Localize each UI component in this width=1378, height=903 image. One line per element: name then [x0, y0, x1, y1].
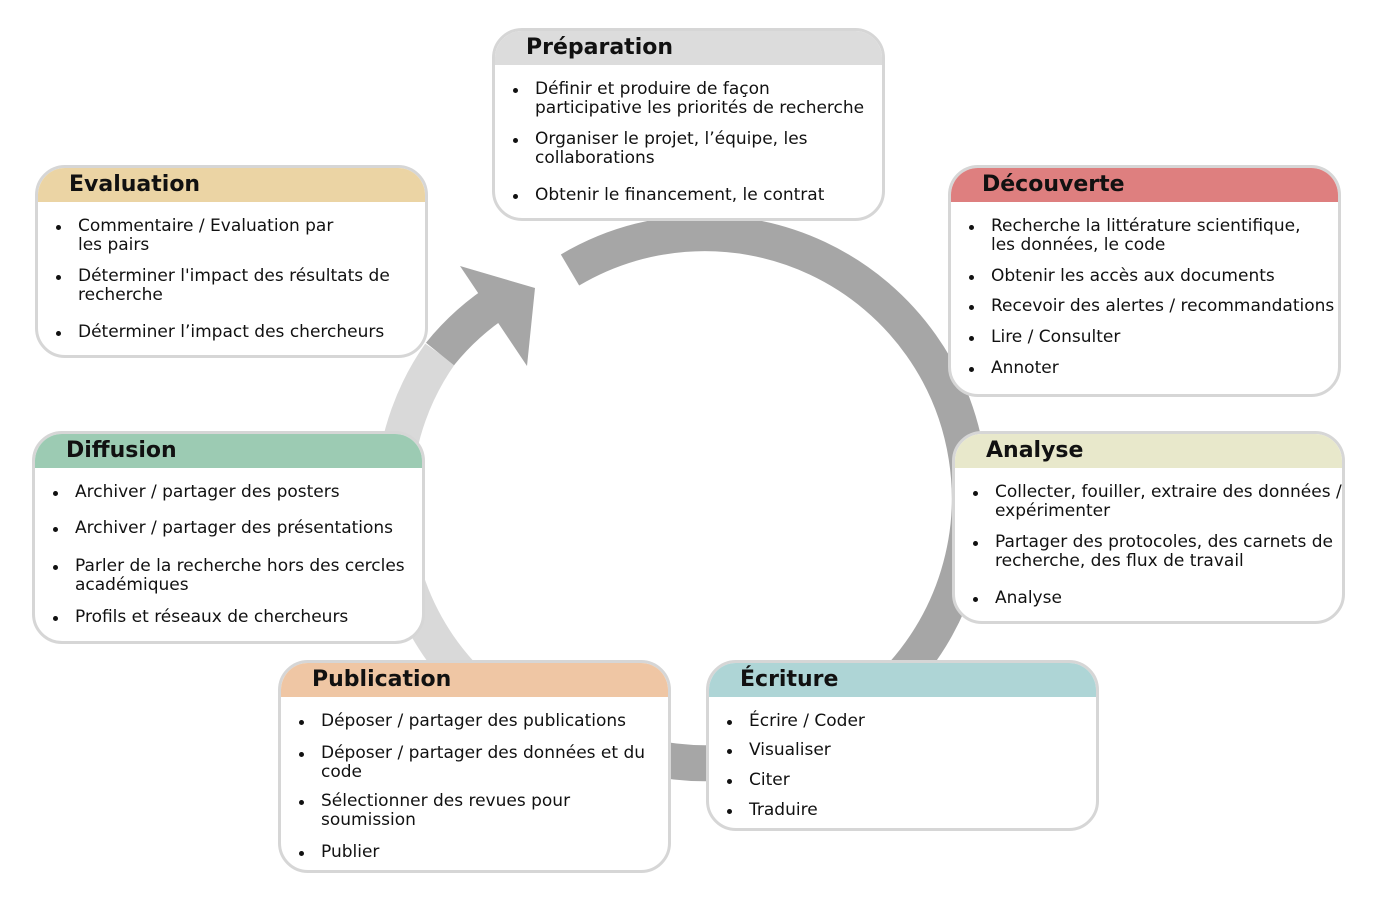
list-item: Annoter — [969, 358, 1059, 378]
card-analyse-title: Analyse — [955, 434, 1342, 468]
list-item: Publier — [299, 842, 380, 862]
list-item-text: Profils et réseaux de chercheurs — [75, 607, 349, 627]
list-item-text: Collecter, fouiller, extraire des donnée… — [995, 482, 1342, 521]
list-item: Déposer / partager des publications — [299, 711, 627, 731]
list-item: Déterminer l'impact des résultats de rec… — [56, 266, 390, 305]
list-item-text: Recherche la littérature scientifique, l… — [991, 216, 1301, 255]
list-item: Parler de la recherche hors des cercles … — [53, 556, 405, 595]
card-evaluation: Evaluation Commentaire / Evaluation par … — [35, 165, 428, 358]
card-ecriture-title: Écriture — [709, 663, 1096, 697]
list-item: Organiser le projet, l’équipe, les colla… — [513, 129, 808, 168]
card-decouverte-title: Découverte — [951, 168, 1338, 202]
list-item-text: Parler de la recherche hors des cercles … — [75, 556, 405, 595]
list-item-text: Publier — [321, 842, 380, 862]
list-item-text: Écrire / Coder — [749, 711, 865, 731]
list-item: Obtenir le financement, le contrat — [513, 185, 825, 205]
list-item-text: Sélectionner des revues pour soumission — [321, 791, 571, 830]
list-item-text: Visualiser — [749, 740, 831, 760]
list-item: Lire / Consulter — [969, 327, 1121, 347]
list-item: Archiver / partager des présentations — [53, 518, 394, 538]
list-item: Recherche la littérature scientifique, l… — [969, 216, 1301, 255]
list-item-text: Obtenir le financement, le contrat — [535, 185, 825, 205]
list-item-text: Partager des protocoles, des carnets de … — [995, 532, 1333, 571]
list-item-text: Commentaire / Evaluation par les pairs — [78, 216, 334, 255]
list-item-text: Traduire — [749, 800, 818, 820]
card-diffusion-title: Diffusion — [35, 434, 422, 468]
card-ecriture: Écriture Écrire / Coder Visualiser Citer… — [706, 660, 1099, 831]
list-item: Commentaire / Evaluation par les pairs — [56, 216, 334, 255]
card-preparation: Préparation Définir et produire de façon… — [492, 28, 885, 221]
list-item: Visualiser — [727, 740, 831, 760]
card-decouverte: Découverte Recherche la littérature scie… — [948, 165, 1341, 397]
list-item: Traduire — [727, 800, 818, 820]
list-item: Citer — [727, 770, 790, 790]
list-item-text: Citer — [749, 770, 790, 790]
card-publication: Publication Déposer / partager des publi… — [278, 660, 671, 873]
list-item-text: Analyse — [995, 588, 1062, 608]
list-item-text: Déposer / partager des publications — [321, 711, 627, 731]
list-item: Écrire / Coder — [727, 711, 865, 731]
list-item: Obtenir les accès aux documents — [969, 266, 1275, 286]
card-evaluation-title: Evaluation — [38, 168, 425, 202]
list-item-text: Lire / Consulter — [991, 327, 1121, 347]
card-publication-title: Publication — [281, 663, 668, 697]
list-item-text: Déterminer l'impact des résultats de rec… — [78, 266, 390, 305]
list-item-text: Déterminer l’impact des chercheurs — [78, 322, 385, 342]
list-item-text: Déposer / partager des données et du cod… — [321, 743, 646, 782]
list-item: Déterminer l’impact des chercheurs — [56, 322, 385, 342]
list-item-text: Archiver / partager des présentations — [75, 518, 394, 538]
list-item: Sélectionner des revues pour soumission — [299, 791, 571, 830]
list-item: Définir et produire de façon participati… — [513, 79, 865, 118]
card-diffusion: Diffusion Archiver / partager des poster… — [32, 431, 425, 644]
list-item: Profils et réseaux de chercheurs — [53, 607, 349, 627]
list-item: Analyse — [973, 588, 1062, 608]
list-item-text: Organiser le projet, l’équipe, les colla… — [535, 129, 808, 168]
list-item: Partager des protocoles, des carnets de … — [973, 532, 1333, 571]
list-item: Collecter, fouiller, extraire des donnée… — [973, 482, 1342, 521]
list-item: Recevoir des alertes / recommandations — [969, 296, 1335, 316]
list-item: Déposer / partager des données et du cod… — [299, 743, 646, 782]
list-item-text: Recevoir des alertes / recommandations — [991, 296, 1335, 316]
list-item-text: Annoter — [991, 358, 1059, 378]
card-analyse: Analyse Collecter, fouiller, extraire de… — [952, 431, 1345, 624]
list-item: Archiver / partager des posters — [53, 482, 340, 502]
list-item-text: Définir et produire de façon participati… — [535, 79, 865, 118]
list-item-text: Obtenir les accès aux documents — [991, 266, 1275, 286]
card-preparation-title: Préparation — [495, 31, 882, 65]
list-item-text: Archiver / partager des posters — [75, 482, 340, 502]
cycle-arrow-head — [460, 266, 535, 366]
